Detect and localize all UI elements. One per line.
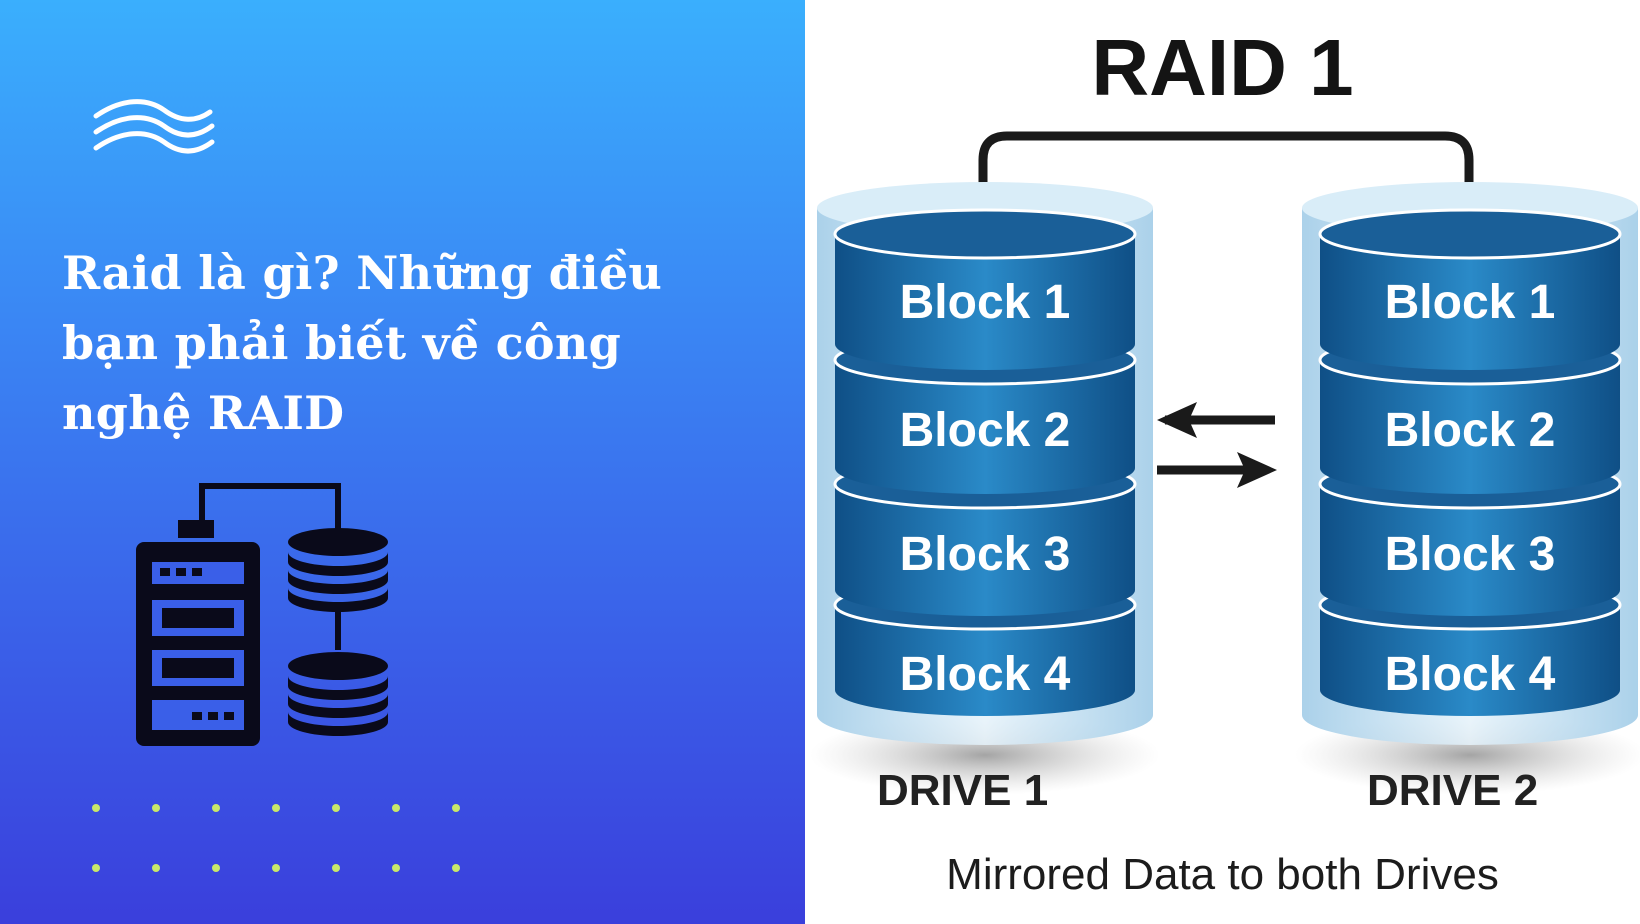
raid-diagram-panel: RAID 1: [805, 0, 1640, 924]
page-title: Raid là gì? Những điều bạn phải biết về …: [62, 238, 762, 448]
drive-1-block-1: Block 1: [900, 276, 1071, 329]
wave-logo-icon: [93, 99, 215, 154]
drive-1-cylinder: [810, 182, 1160, 795]
drive-2-block-2: Block 2: [1385, 404, 1556, 457]
drive-2-cylinder: [1295, 182, 1640, 795]
drive-2-block-4: Block 4: [1385, 648, 1556, 701]
drive-1-label: DRIVE 1: [877, 766, 1049, 815]
headline-line-1: Raid là gì? Những điều: [62, 246, 663, 300]
raid-connector: [978, 131, 1474, 230]
arrow-left-icon: [1157, 402, 1275, 438]
raid1-diagram: Block 1 Block 2 Block 3 Block 4 Block 1 …: [810, 131, 1640, 795]
server-database-illustration: [136, 483, 388, 746]
diagram-title: RAID 1: [1091, 23, 1354, 112]
drive-1-block-3: Block 3: [900, 528, 1071, 581]
headline-line-3: nghệ RAID: [62, 386, 345, 440]
diagram-caption: Mirrored Data to both Drives: [946, 850, 1499, 899]
database-icon-bottom: [288, 652, 388, 736]
database-icon: [288, 528, 388, 612]
server-rack-icon: [136, 520, 260, 746]
left-panel: Raid là gì? Những điều bạn phải biết về …: [0, 0, 805, 924]
drive-1-block-4: Block 4: [900, 648, 1071, 701]
drive-2-label: DRIVE 2: [1367, 766, 1539, 815]
decorative-dots: [92, 804, 460, 872]
drive-1-block-2: Block 2: [900, 404, 1071, 457]
drive-2-block-1: Block 1: [1385, 276, 1556, 329]
drive-2-block-3: Block 3: [1385, 528, 1556, 581]
arrow-right-icon: [1157, 452, 1277, 488]
headline-line-2: bạn phải biết về công: [62, 316, 622, 370]
